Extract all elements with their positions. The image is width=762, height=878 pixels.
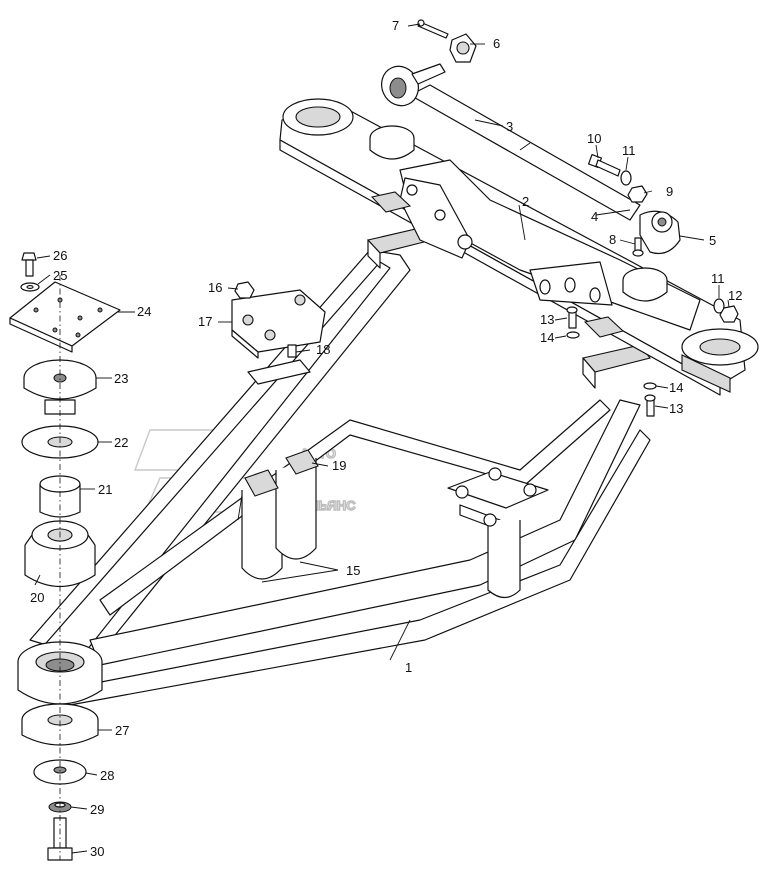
callout-28: 28	[100, 768, 114, 783]
callout-30: 30	[90, 844, 104, 859]
bracket-part-17	[231, 289, 326, 359]
callout-21: 21	[98, 482, 112, 497]
u-bolt-part-15-right	[275, 458, 317, 560]
callout-26: 26	[53, 248, 67, 263]
callout-22: 22	[114, 435, 128, 450]
bracket-part-19-right	[285, 449, 319, 475]
callout-14-right: 14	[669, 380, 683, 395]
nut-part-16	[234, 281, 255, 299]
callout-labels: 1 2 3 4 5 6 7 8 9 10 11 11 12 13 13 14 1…	[30, 18, 742, 859]
callout-19: 19	[332, 458, 346, 473]
bolt-part-10	[587, 153, 621, 177]
washer-part-14-mid	[566, 331, 580, 339]
callout-25: 25	[53, 268, 67, 283]
u-bolt-clamp-assembly	[447, 467, 549, 599]
bolt-part-13-right	[644, 394, 656, 417]
callout-14-mid: 14	[540, 330, 554, 345]
bolt-part-30	[47, 817, 73, 861]
callout-4: 4	[591, 209, 598, 224]
callout-29: 29	[90, 802, 104, 817]
washer-part-11-right	[713, 298, 725, 314]
bolt-part-26	[21, 252, 37, 277]
callout-7: 7	[392, 18, 399, 33]
plate-part-24	[9, 281, 121, 353]
callout-1: 1	[405, 660, 412, 675]
pad-part-27	[21, 703, 99, 746]
callout-27: 27	[115, 723, 129, 738]
callout-9: 9	[666, 184, 673, 199]
callout-13-mid: 13	[540, 312, 554, 327]
callout-8: 8	[609, 232, 616, 247]
callout-6: 6	[493, 36, 500, 51]
bolt-part-8	[632, 237, 644, 257]
nut-part-9	[627, 185, 648, 203]
washer-part-25	[20, 282, 40, 292]
callout-12: 12	[728, 288, 742, 303]
callout-11-top: 11	[622, 143, 636, 158]
bolt-part-7	[417, 19, 449, 39]
castle-nut-part-6	[449, 33, 477, 63]
leader-lines	[34, 23, 730, 854]
plate-part-18	[247, 344, 311, 385]
crossbeam-part-2	[279, 98, 759, 396]
callout-13-right: 13	[669, 401, 683, 416]
callout-11-right: 11	[711, 271, 725, 286]
bracket-part-19-left	[244, 469, 279, 497]
callout-18: 18	[316, 342, 330, 357]
washer-part-14-right	[643, 382, 657, 390]
callout-24: 24	[137, 304, 151, 319]
bolt-part-13-mid	[566, 306, 578, 329]
callout-10: 10	[587, 131, 601, 146]
callout-16: 16	[208, 280, 222, 295]
callout-20: 20	[30, 590, 44, 605]
washer-part-11-top	[620, 170, 632, 186]
callout-23: 23	[114, 371, 128, 386]
callout-5: 5	[709, 233, 716, 248]
reaction-rod-part-3	[381, 63, 681, 255]
nut-part-12	[719, 305, 739, 323]
callout-2: 2	[522, 194, 529, 209]
callout-15: 15	[346, 563, 360, 578]
callout-3: 3	[506, 119, 513, 134]
callout-17: 17	[198, 314, 212, 329]
